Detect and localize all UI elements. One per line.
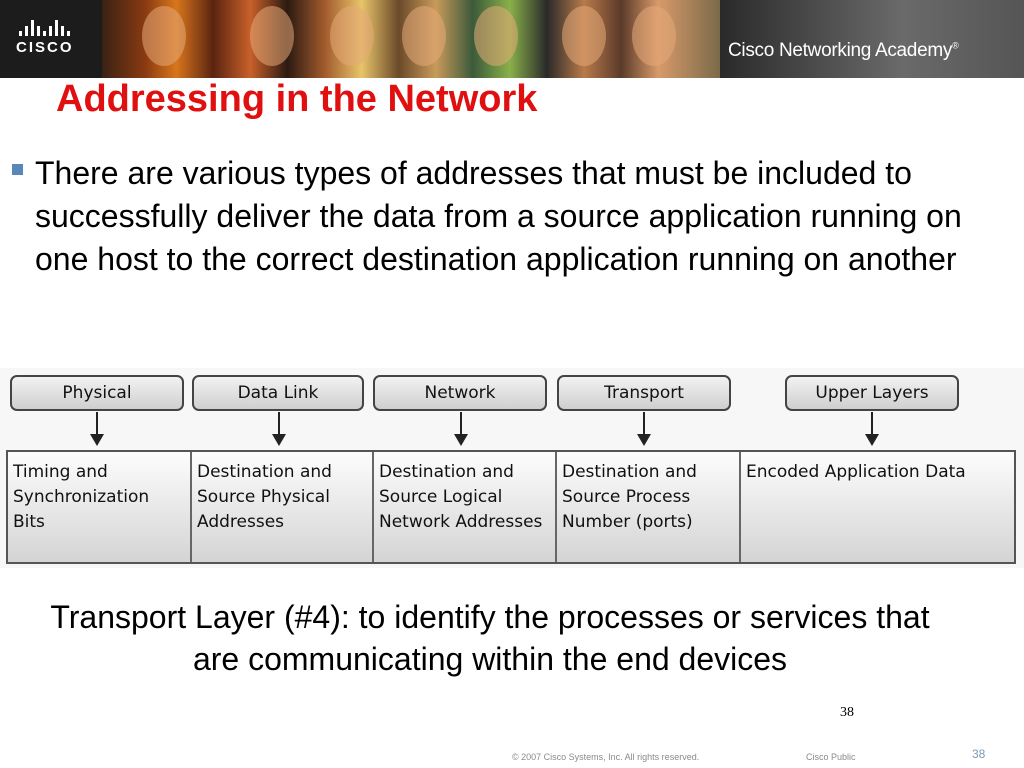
academy-text: Cisco Networking Academy xyxy=(728,40,953,61)
banner-face-image xyxy=(330,6,374,66)
banner-face-image xyxy=(562,6,606,66)
slide-title: Addressing in the Network xyxy=(56,78,538,120)
caption-text: Transport Layer (#4): to identify the pr… xyxy=(50,599,930,677)
down-arrow-icon xyxy=(90,412,104,448)
banner-face-image xyxy=(402,6,446,66)
footer-copyright: © 2007 Cisco Systems, Inc. All rights re… xyxy=(512,752,700,762)
layer-box-data-link: Data Link xyxy=(192,375,364,411)
addressing-diagram: Physical Data Link Network Transport Upp… xyxy=(0,368,1024,568)
layer-box-upper-layers: Upper Layers xyxy=(785,375,959,411)
down-arrow-icon xyxy=(272,412,286,448)
footer-page-number: 38 xyxy=(972,747,986,761)
layer-box-network: Network xyxy=(373,375,547,411)
slide-page-number: 38 xyxy=(840,705,854,720)
field-application-data: Encoded Application Data xyxy=(746,462,966,482)
cisco-logo: CISCO xyxy=(16,18,96,60)
header-banner: CISCO Cisco Networking Academy® xyxy=(0,0,1024,78)
field-physical-addresses: Destination and Source Physical Addresse… xyxy=(192,452,374,562)
field-logical-addresses: Destination and Source Logical Network A… xyxy=(374,452,557,562)
frame-fields: Timing and Synchronization Bits Destinat… xyxy=(6,450,1016,564)
banner-face-image xyxy=(142,6,186,66)
academy-backdrop xyxy=(720,0,1024,78)
banner-face-image xyxy=(474,6,518,66)
down-arrow-icon xyxy=(637,412,651,448)
footer-classification: Cisco Public xyxy=(806,752,856,762)
cisco-bridge-icon xyxy=(19,18,96,36)
bullet-text: There are various types of addresses tha… xyxy=(35,155,962,277)
registered-mark: ® xyxy=(952,40,959,51)
bullet-marker-icon xyxy=(12,164,23,175)
banner-photo-strip xyxy=(102,0,720,78)
down-arrow-icon xyxy=(865,412,879,448)
banner-face-image xyxy=(632,6,676,66)
field-timing-sync: Timing and Synchronization Bits xyxy=(8,452,192,562)
layer-box-transport: Transport xyxy=(557,375,731,411)
down-arrow-icon xyxy=(454,412,468,448)
banner-face-image xyxy=(250,6,294,66)
layer-box-physical: Physical xyxy=(10,375,184,411)
networking-academy-logo: Cisco Networking Academy® xyxy=(728,40,959,62)
cisco-wordmark: CISCO xyxy=(16,39,74,56)
field-process-numbers: Destination and Source Process Number (p… xyxy=(557,452,741,562)
